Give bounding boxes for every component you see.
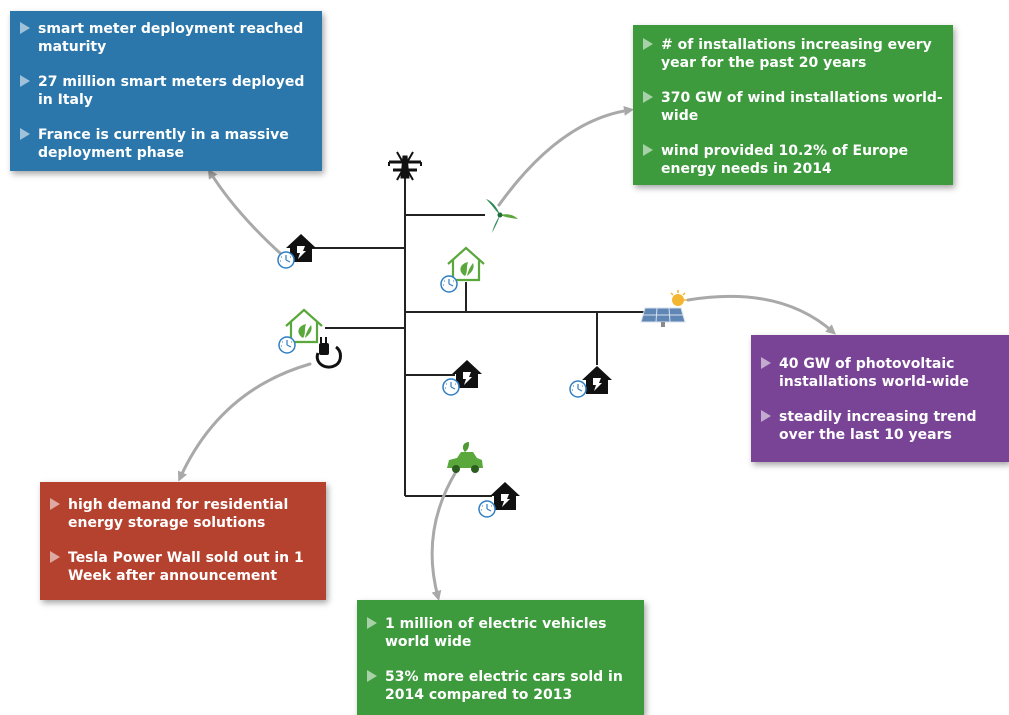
smart-meter-info-box: smart meter deployment reached maturity … [10, 11, 322, 171]
wind-info-box: # of installations increasing every year… [633, 25, 953, 185]
smart-meter-icon [478, 500, 496, 518]
grid-lines [310, 177, 645, 497]
bullet-arrow-icon [20, 128, 30, 140]
bullet-arrow-icon [367, 670, 377, 682]
callout-arrows [177, 105, 836, 601]
smart-meter-icon [277, 251, 295, 269]
storage-info-box: high demand for residential energy stora… [40, 482, 326, 600]
bullet-arrow-icon [367, 617, 377, 629]
smart-meter-icon [278, 336, 296, 354]
list-item: high demand for residential energy stora… [50, 496, 316, 532]
list-item: 53% more electric cars sold in 2014 comp… [367, 668, 634, 704]
list-item: France is currently in a massive deploym… [20, 126, 312, 162]
smart-meter-icon [440, 275, 458, 293]
bullet-arrow-icon [643, 38, 653, 50]
bullet-arrow-icon [50, 551, 60, 563]
solar-panel-icon [640, 290, 687, 327]
bullet-arrow-icon [20, 75, 30, 87]
list-item: 27 million smart meters deployed in Ital… [20, 73, 312, 109]
power-pylon-icon [388, 151, 422, 181]
bullet-arrow-icon [761, 410, 771, 422]
list-item: Tesla Power Wall sold out in 1 Week afte… [50, 549, 316, 585]
bullet-arrow-icon [643, 91, 653, 103]
green-home-icon [284, 308, 324, 344]
arrow-to-smart-meter-box [207, 168, 283, 256]
electric-car-icon [447, 442, 483, 473]
list-item: 40 GW of photovoltaic installations worl… [761, 355, 999, 391]
list-item: smart meter deployment reached maturity [20, 20, 312, 56]
arrow-to-storage-box [177, 362, 312, 482]
list-item: # of installations increasing every year… [643, 36, 943, 72]
green-home-icon [446, 246, 486, 282]
arrow-to-wind-box [497, 105, 634, 207]
bullet-arrow-icon [20, 22, 30, 34]
arrow-to-ev-box [430, 468, 459, 601]
power-plug-icon [315, 337, 342, 369]
list-item: 370 GW of wind installations world-wide [643, 89, 943, 125]
list-item: steadily increasing trend over the last … [761, 408, 999, 444]
bullet-arrow-icon [761, 357, 771, 369]
arrow-to-photovoltaic-box [686, 294, 836, 335]
smart-meter-icon [569, 380, 587, 398]
list-item: wind provided 10.2% of Europe energy nee… [643, 142, 943, 178]
ev-info-box: 1 million of electric vehicles world wid… [357, 600, 644, 715]
bullet-arrow-icon [50, 498, 60, 510]
photovoltaic-info-box: 40 GW of photovoltaic installations worl… [751, 335, 1009, 462]
bullet-arrow-icon [643, 144, 653, 156]
list-item: 1 million of electric vehicles world wid… [367, 615, 634, 651]
smart-meter-icon [442, 378, 460, 396]
wind-turbine-icon [486, 199, 518, 233]
